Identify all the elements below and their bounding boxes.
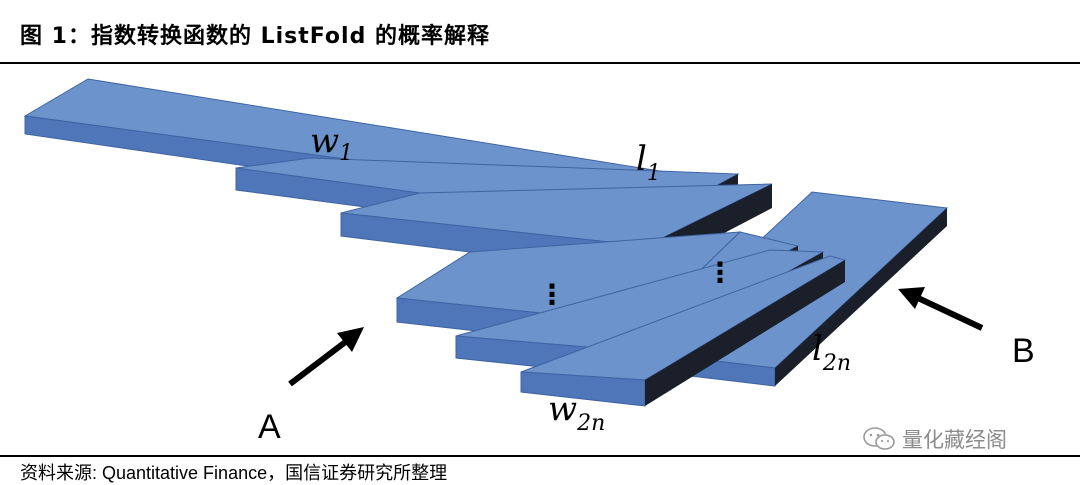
arrow-a [288,327,364,387]
ellipsis-upper: ⋮ [706,256,734,289]
arrow-b [898,287,984,331]
wechat-icon [863,427,895,450]
label-w1: w1 [310,121,353,166]
bottom-rule [0,455,1080,457]
watermark: 量化藏经阁 [862,424,1007,454]
figure-title: 图 1：指数转换函数的 ListFold 的概率解释 [20,24,490,49]
label-l1: l1 [636,139,661,186]
figure-source: 资料来源: Quantitative Finance，国信证券研究所整理 [20,463,448,483]
label-a: A [258,408,281,446]
ellipsis-lower: ⋮ [538,278,566,311]
watermark-text: 量化藏经阁 [902,428,1007,452]
label-l2n: l2n [812,329,851,376]
bar-w2n [520,255,847,407]
top-rule [0,62,1080,64]
label-w2n: w2n [548,389,605,436]
label-b: B [1012,332,1035,370]
